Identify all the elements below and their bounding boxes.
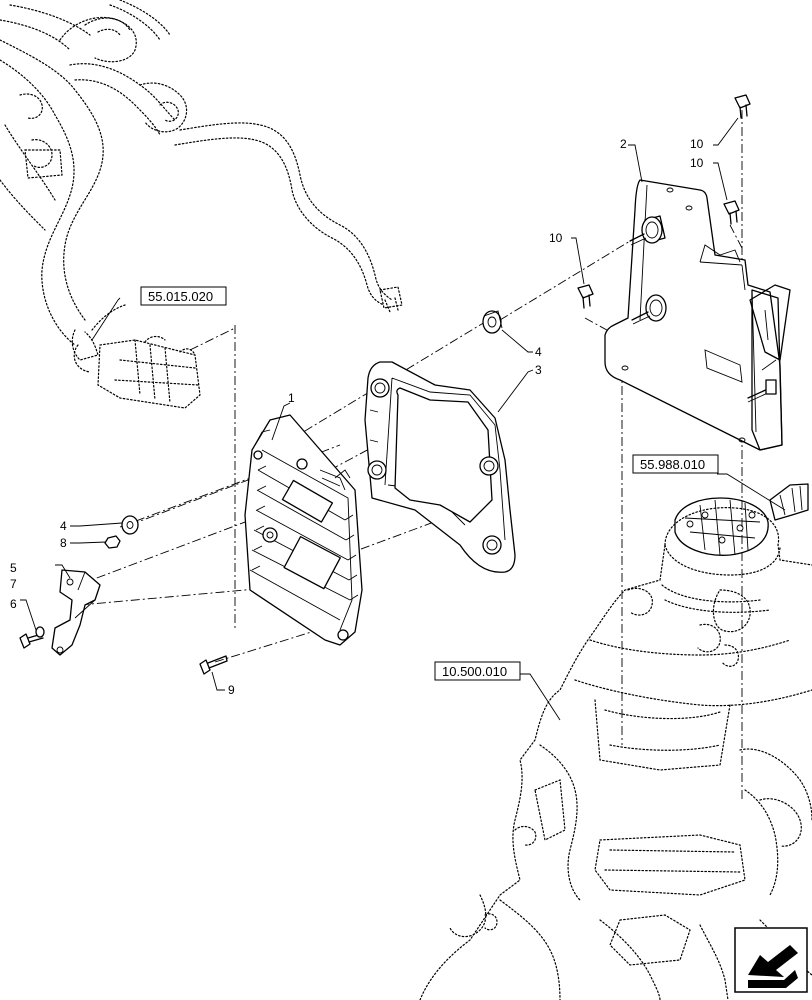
callout-7: 7 — [10, 577, 17, 591]
callout-10-top: 10 — [690, 137, 704, 151]
callout-1: 1 — [288, 391, 295, 405]
connector-55-988-010 — [674, 483, 809, 556]
grommet-lower — [121, 515, 139, 535]
callout-8: 8 — [60, 536, 67, 550]
callout-6: 6 — [10, 597, 17, 611]
callout-2: 2 — [620, 137, 627, 151]
isolator-lower — [631, 294, 667, 325]
adapter-plate — [364, 361, 516, 573]
mounting-bracket — [604, 179, 791, 451]
arrow-left-icon[interactable] — [734, 927, 808, 993]
ecu-module — [244, 414, 363, 646]
isolator-upper — [629, 215, 666, 246]
callout-5: 5 — [10, 561, 17, 575]
callout-10-mid: 10 — [690, 156, 704, 170]
nut-8 — [104, 535, 121, 549]
grommet-upper — [482, 310, 503, 334]
bolt-10-mid — [723, 200, 740, 225]
reference-label-transmission[interactable]: 10.500.010 — [442, 664, 507, 679]
callout-9: 9 — [228, 683, 235, 697]
bolt-10-top — [734, 94, 751, 119]
callout-4-upper: 4 — [535, 345, 542, 359]
transmission-housing — [419, 507, 812, 1000]
small-bracket — [51, 569, 101, 656]
washer-7 — [35, 626, 45, 638]
reference-55-015-020[interactable]: 55.015.020 — [140, 286, 227, 306]
bolt-9 — [199, 655, 228, 675]
callout-3: 3 — [535, 363, 542, 377]
reference-55-988-010[interactable]: 55.988.010 — [632, 454, 719, 474]
leader-lines — [20, 117, 786, 721]
reference-label-connector[interactable]: 55.988.010 — [640, 457, 705, 472]
callout-10-left: 10 — [549, 231, 563, 245]
wiring-harness — [0, 0, 403, 409]
reference-10-500-010[interactable]: 10.500.010 — [434, 661, 521, 681]
callout-labels: 1 2 3 4 4 5 6 7 8 9 10 10 10 — [10, 137, 704, 697]
callout-4-lower: 4 — [60, 519, 67, 533]
reference-label-harness[interactable]: 55.015.020 — [148, 289, 213, 304]
bolt-10-left — [577, 284, 594, 309]
